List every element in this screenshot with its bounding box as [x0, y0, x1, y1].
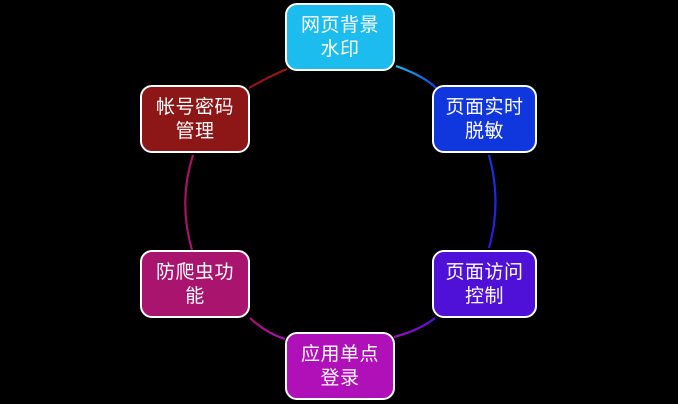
node-account-password-management[interactable]: 帐号密码 管理 — [140, 85, 250, 153]
connector-realtime-masking-to-access-control — [487, 154, 497, 249]
connector-watermark-to-realtime-masking — [395, 64, 437, 89]
connector-anti-crawler-to-account-password — [184, 154, 195, 251]
node-account-password-management-label: 帐号密码 管理 — [155, 95, 234, 142]
connector-access-control-to-sso — [393, 317, 436, 339]
connector-account-password-to-watermark — [248, 67, 288, 89]
node-realtime-masking-label: 页面实时 脱敏 — [445, 95, 524, 142]
node-realtime-masking[interactable]: 页面实时 脱敏 — [432, 85, 537, 153]
node-page-access-control[interactable]: 页面访问 控制 — [432, 250, 537, 318]
node-app-single-sign-on-label: 应用单点 登录 — [300, 342, 379, 389]
connector-sso-to-anti-crawler — [249, 317, 286, 341]
node-anti-crawler-label: 防爬虫功 能 — [155, 260, 234, 307]
node-watermark-label: 网页背景 水印 — [300, 13, 379, 60]
node-watermark[interactable]: 网页背景 水印 — [285, 3, 395, 71]
node-anti-crawler[interactable]: 防爬虫功 能 — [140, 250, 250, 318]
node-app-single-sign-on[interactable]: 应用单点 登录 — [285, 332, 395, 400]
node-page-access-control-label: 页面访问 控制 — [445, 260, 524, 307]
